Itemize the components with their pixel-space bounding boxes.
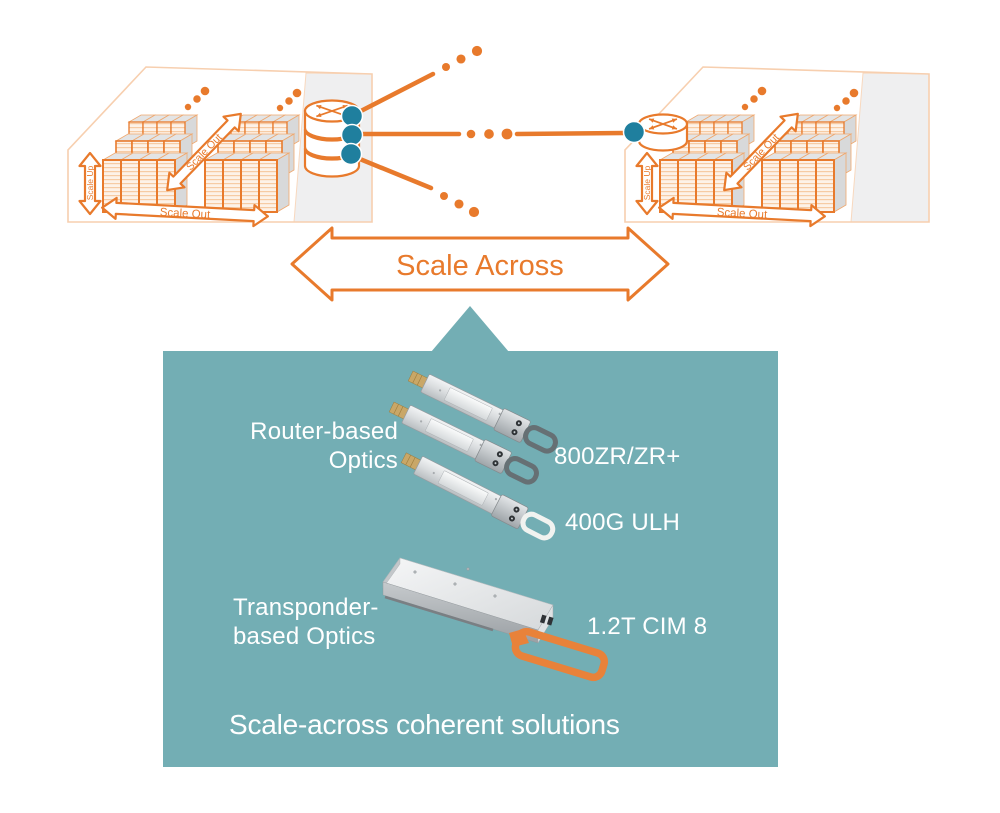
scale-up-label-right: Scale Up	[642, 165, 652, 200]
scale-up-arrow	[635, 151, 659, 216]
optics-modules-illustration	[382, 370, 609, 682]
link-line	[352, 154, 434, 191]
scale-across-label: Scale Across	[396, 250, 564, 282]
label-400g-ulh: 400G ULH	[565, 509, 680, 536]
optic-port-dot	[340, 104, 364, 128]
label-cim8: 1.2T CIM 8	[587, 613, 708, 640]
router-stack-icon	[303, 99, 364, 178]
server-racks	[101, 114, 301, 213]
pluggable-module-image	[400, 452, 556, 541]
optic-port-dot	[622, 120, 646, 144]
box-side-wall	[850, 72, 930, 223]
box-wireframe	[624, 66, 930, 223]
link-line	[354, 71, 436, 116]
scale-up-label-left: Scale Up	[85, 165, 95, 200]
scale-up-arrow	[78, 151, 102, 216]
pluggable-module-image	[407, 370, 558, 454]
transponder-based-optics-line1: Transponder-	[233, 594, 379, 621]
scale-out-diagonal-arrow	[723, 112, 799, 192]
panel-caption: Scale-across coherent solutions	[229, 709, 620, 740]
router-icon	[622, 113, 689, 152]
transponder-based-optics-label: Transponder- based Optics	[233, 593, 379, 651]
pluggable-module-image	[388, 401, 539, 485]
scale-out-bottom-label-left: Scale Out	[159, 207, 211, 222]
scale-out-bottom-arrow	[101, 196, 269, 228]
scale-out-bottom-label-right: Scale Out	[716, 207, 768, 222]
scale-across-arrow	[290, 226, 670, 302]
datacenter-left	[67, 66, 373, 228]
transponder-based-optics-line2: based Optics	[233, 623, 376, 650]
router-based-optics-line1: Router-based	[250, 418, 398, 445]
link-line	[514, 130, 627, 137]
box-wireframe	[67, 66, 373, 223]
cim8-module-image	[382, 557, 609, 682]
optic-port-dot	[340, 123, 364, 147]
transceiver-modules	[382, 370, 609, 682]
datacenter-right	[624, 66, 930, 228]
optical-links	[352, 45, 627, 218]
label-800zr: 800ZR/ZR+	[554, 443, 681, 470]
scale-out-bottom-arrow	[658, 196, 826, 228]
router-based-optics-line2: Optics	[328, 447, 398, 474]
optic-port-dot	[339, 142, 363, 166]
solutions-panel: Router-based Optics 800ZR/ZR+ 400G ULH T…	[163, 306, 778, 767]
scale-out-diagonal-arrow	[166, 112, 242, 192]
router-based-optics-label: Router-based Optics	[183, 417, 398, 475]
